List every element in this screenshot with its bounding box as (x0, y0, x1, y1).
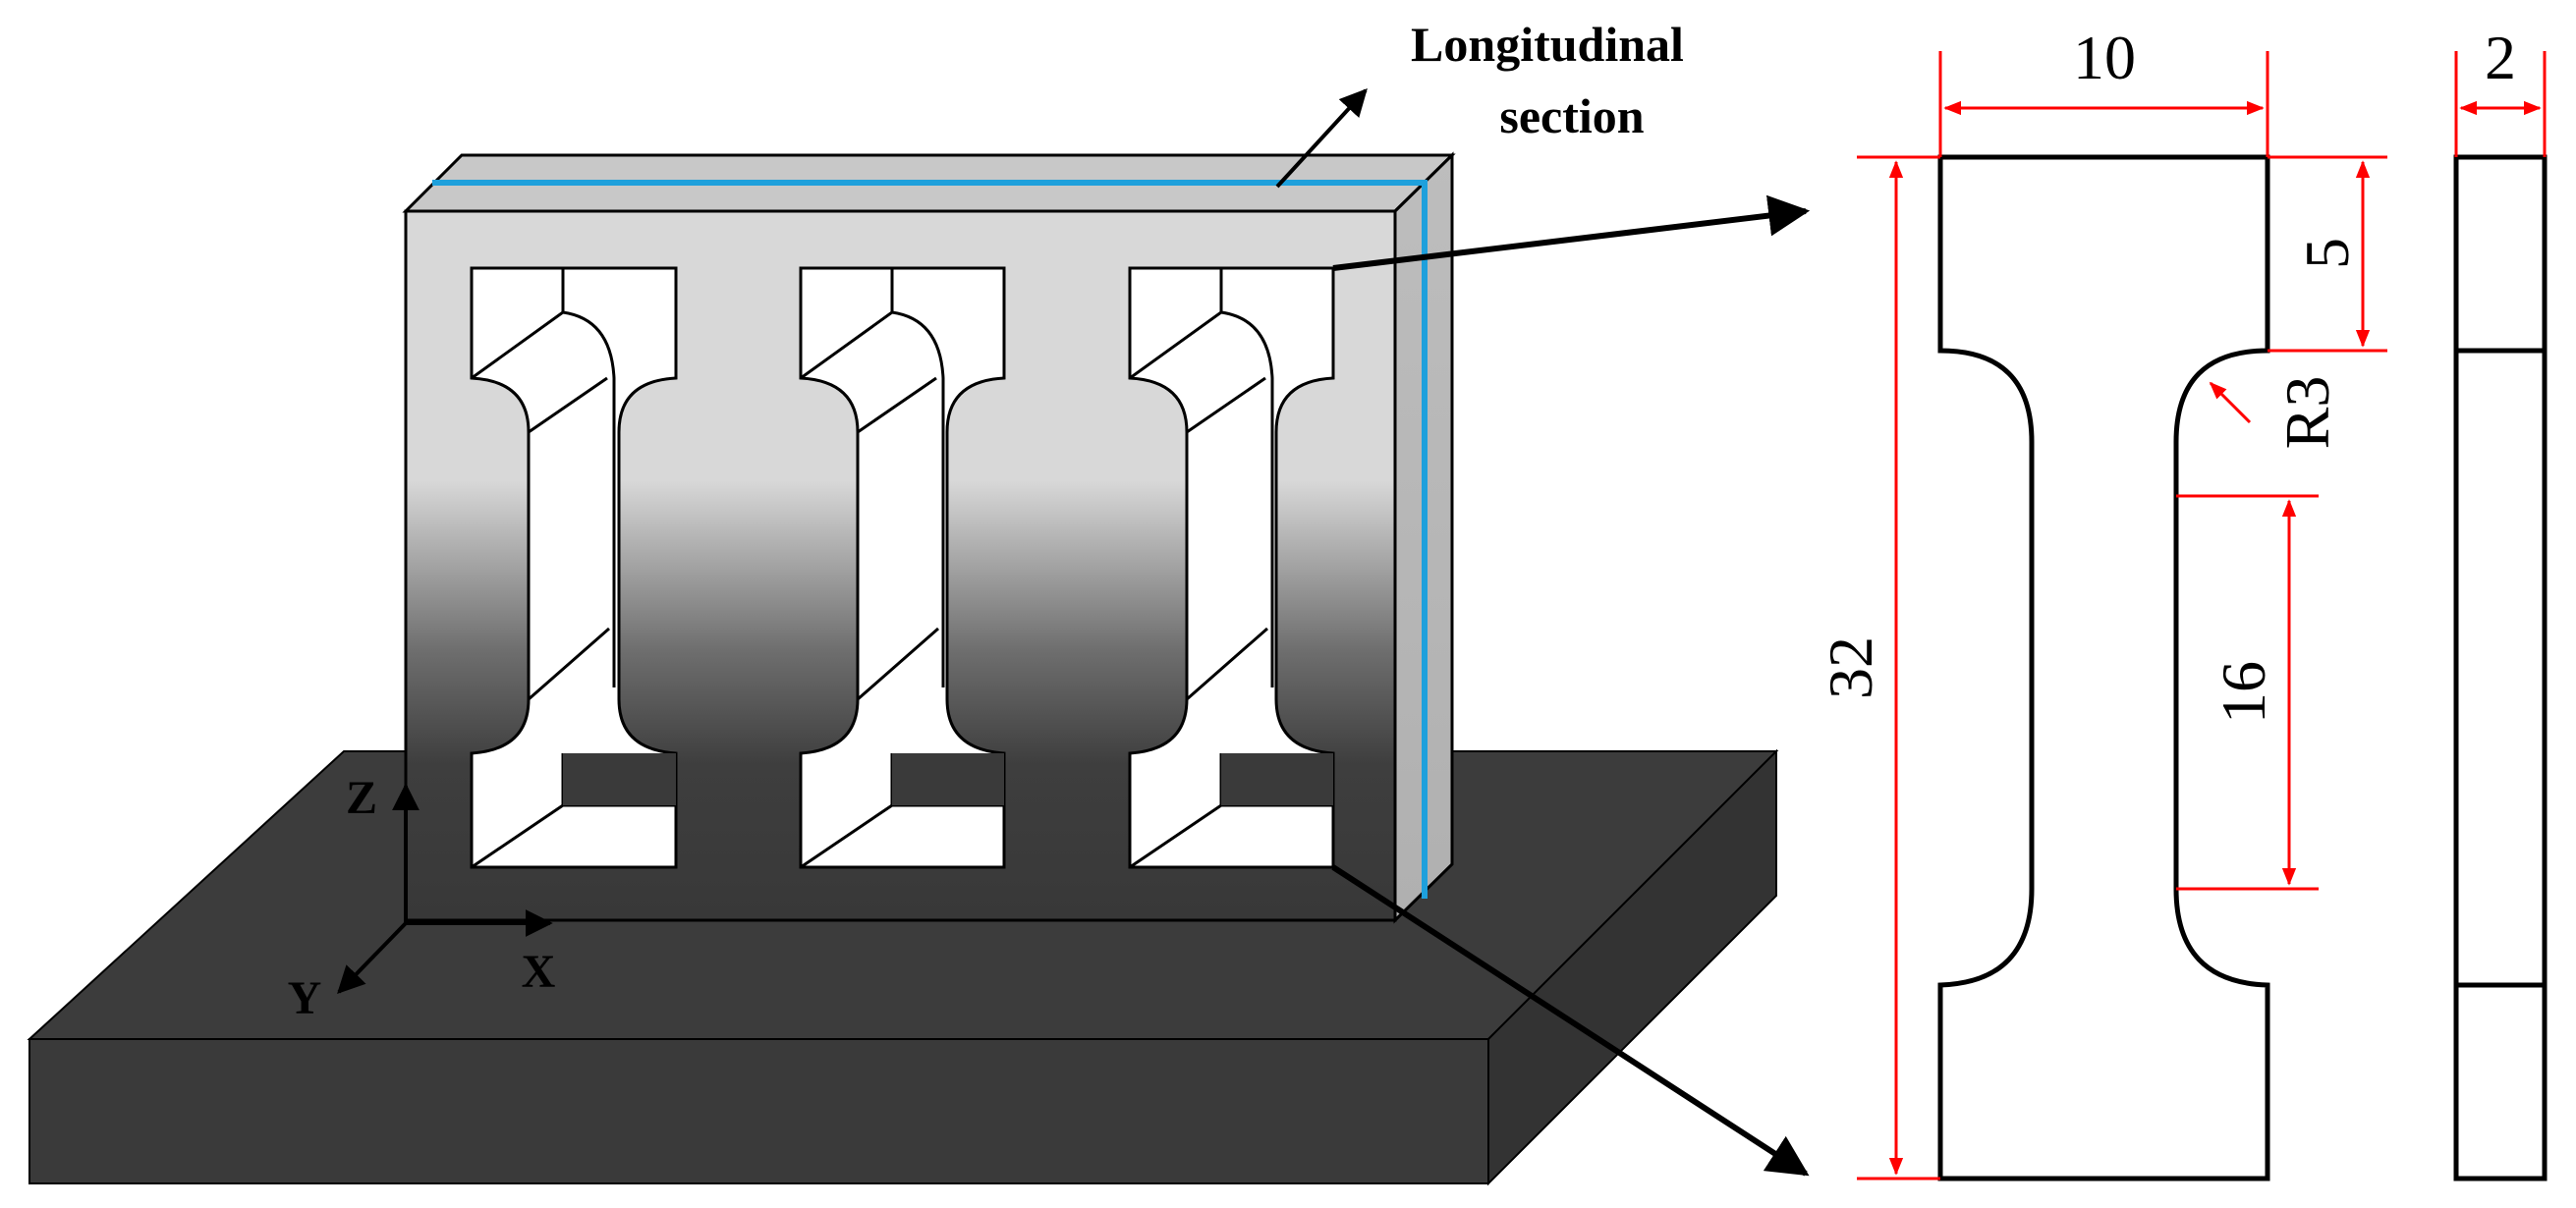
axis-label-z: Z (346, 772, 377, 824)
section-label-line2: section (1499, 88, 1644, 143)
axis-label-y: Y (288, 972, 322, 1024)
specimen-cutout-2 (799, 266, 1006, 869)
longitudinal-section-line (432, 180, 1428, 899)
specimen-front-view (1937, 154, 2270, 1181)
callout-arrows (1275, 87, 1811, 1177)
dim-grip-length: 5 (2292, 238, 2362, 269)
dim-gauge-length: 16 (2209, 661, 2278, 724)
printed-wall (402, 151, 1456, 924)
specimen-cutout-1 (470, 266, 678, 869)
specimen-side-view (2453, 154, 2548, 1181)
dim-thickness: 2 (2485, 23, 2516, 92)
dimension-lines (1857, 51, 2547, 1181)
dim-total-length: 32 (1816, 636, 1885, 699)
section-label-line1: Longitudinal (1411, 17, 1684, 72)
dim-width: 10 (2073, 23, 2136, 92)
specimen-cutout-3 (1128, 266, 1335, 869)
axis-label-x: X (522, 946, 556, 998)
dim-radius: R3 (2272, 376, 2342, 450)
coordinate-axes: Z X Y (288, 772, 556, 1024)
